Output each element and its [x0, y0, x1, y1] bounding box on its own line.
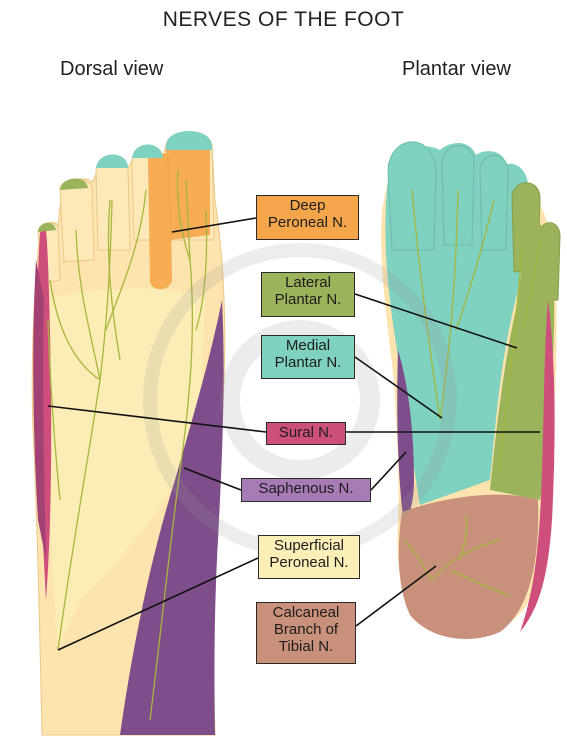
plantar-foot	[381, 142, 560, 639]
label-lateral-plantar-line-2: Plantar N.	[262, 291, 354, 308]
label-sural-line-1: Sural N.	[267, 424, 345, 441]
label-sural: Sural N.	[266, 422, 346, 445]
label-saphenous-line-1: Saphenous N.	[242, 480, 370, 497]
label-lateral-plantar: Lateral Plantar N.	[261, 272, 355, 317]
label-medial-plantar-line-2: Plantar N.	[262, 354, 354, 371]
label-calcaneal-line-1: Calcaneal	[257, 604, 355, 621]
diagram-title: NERVES OF THE FOOT	[0, 8, 567, 32]
dorsal-toe-3	[96, 158, 130, 250]
label-calcaneal-line-2: Branch of	[257, 621, 355, 638]
label-superficial-peroneal: Superficial Peroneal N.	[258, 535, 360, 579]
dorsal-view-label: Dorsal view	[60, 58, 163, 81]
label-superficial-peroneal-line-2: Peroneal N.	[259, 554, 359, 571]
plantar-view-label: Plantar view	[402, 58, 511, 81]
toe-tip-2	[132, 145, 163, 159]
toe-tip-3	[96, 155, 128, 169]
label-calcaneal-line-3: Tibial N.	[257, 638, 355, 655]
label-deep-peroneal: Deep Peroneal N.	[256, 195, 359, 240]
label-lateral-plantar-line-1: Lateral	[262, 274, 354, 291]
label-medial-plantar-line-1: Medial	[262, 337, 354, 354]
label-medial-plantar: Medial Plantar N.	[261, 335, 355, 379]
calcaneal-region	[399, 495, 539, 639]
label-deep-peroneal-line-2: Peroneal N.	[257, 214, 358, 231]
toe-tip-1	[166, 131, 212, 150]
label-saphenous: Saphenous N.	[241, 478, 371, 502]
label-deep-peroneal-line-1: Deep	[257, 197, 358, 214]
dorsal-foot	[32, 131, 225, 735]
label-superficial-peroneal-line-1: Superficial	[259, 537, 359, 554]
label-calcaneal: Calcaneal Branch of Tibial N.	[256, 602, 356, 664]
